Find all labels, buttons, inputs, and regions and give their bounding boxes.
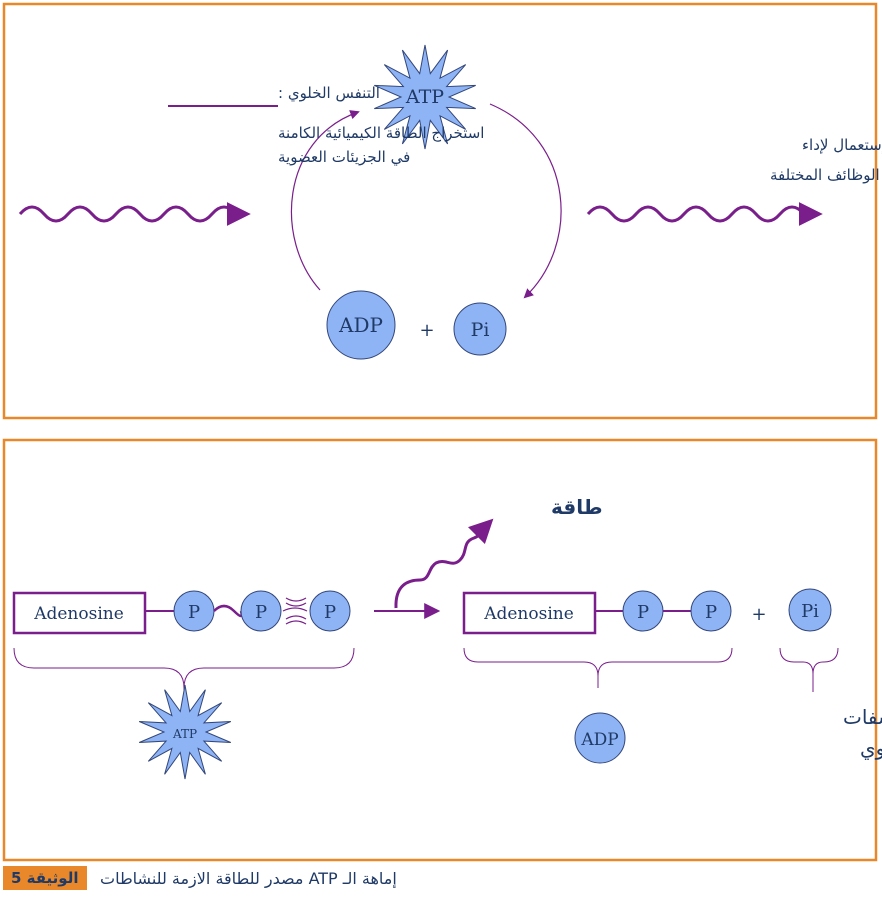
top-atp-label: ATP xyxy=(405,86,444,108)
bottom-brace-atp xyxy=(13,647,355,689)
top-atp-star: ATP xyxy=(374,44,476,150)
top-right-text-line1: طاقة قابلة للإستعمال لإداء xyxy=(802,136,882,154)
top-heading-cellular-respiration: التنفس الخلوي : xyxy=(278,84,380,103)
bottom-adenosine-box-left xyxy=(12,591,147,635)
top-right-text-line2: الوظائف المختلفة xyxy=(770,166,880,184)
document-number-badge: الوثيقة 5 xyxy=(3,866,87,890)
top-pi-circle xyxy=(453,302,507,356)
bottom-adenosine-label-right: Adenosine xyxy=(483,604,574,624)
bottom-phosphate-line2: لا عضوي xyxy=(860,736,882,761)
bottom-phosphate-3-label: P xyxy=(324,602,336,623)
top-adp-label: ADP xyxy=(338,313,383,337)
bottom-bond-break-waves xyxy=(282,597,308,625)
top-left-text-line2: في الجزيئات العضوية xyxy=(278,148,410,167)
bottom-energy-label: طاقة xyxy=(551,495,603,519)
bottom-pi-circle xyxy=(788,588,832,632)
bottom-energy-wave-arrow xyxy=(394,518,494,609)
bottom-phosphate-line1: فسفات xyxy=(843,705,882,729)
bottom-high-energy-bond-1 xyxy=(213,604,243,618)
bottom-phosphate-right-2-label: P xyxy=(705,602,717,623)
top-left-text-line1: استخراج الطاقة الكيميائية الكامنة xyxy=(278,124,484,143)
bottom-pi-label: Pi xyxy=(801,601,819,622)
top-pi-label: Pi xyxy=(471,319,490,341)
bottom-brace-adp xyxy=(463,647,733,677)
bottom-phosphate-2-label: P xyxy=(255,602,267,623)
figure-caption: إماهة الـ ATP مصدر للطاقة الازمة للنشاطا… xyxy=(100,869,397,888)
bottom-adenosine-box-right xyxy=(462,591,597,635)
bottom-phosphate-right-1-label: P xyxy=(637,602,649,623)
top-cycle-right-arrow xyxy=(489,103,562,299)
bottom-phosphate-2 xyxy=(240,590,282,632)
top-plus-sign: + xyxy=(419,320,434,341)
bottom-phosphate-3 xyxy=(309,590,351,632)
top-left-wave-arrow xyxy=(18,202,251,226)
bottom-atp-label: ATP xyxy=(172,727,197,741)
bottom-brace-pi xyxy=(779,647,839,675)
bottom-phosphate-1-label: P xyxy=(188,602,200,623)
bottom-plus-sign: + xyxy=(751,604,766,625)
bottom-adenosine-label-left: Adenosine xyxy=(33,604,124,624)
bottom-atp-star: ATP xyxy=(139,684,231,780)
bottom-panel-frame xyxy=(2,438,878,862)
top-cycle-left-arrow xyxy=(290,110,360,291)
bottom-adp-label: ADP xyxy=(580,730,618,750)
top-right-wave-arrow xyxy=(586,202,823,226)
top-panel-frame xyxy=(2,2,878,420)
top-adp-circle xyxy=(326,290,396,360)
bottom-phosphate-right-2 xyxy=(690,590,732,632)
bottom-adp-circle xyxy=(574,712,626,764)
